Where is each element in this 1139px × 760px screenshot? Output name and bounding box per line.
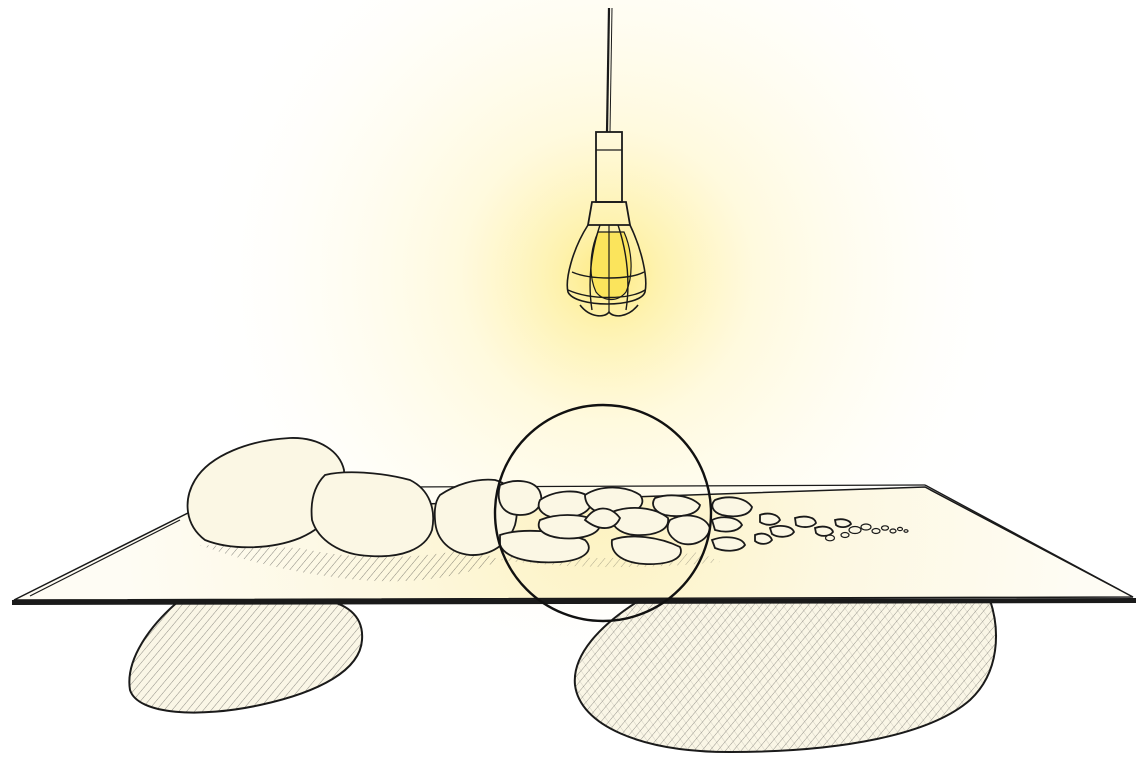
rock-16	[712, 537, 745, 550]
rock-2	[312, 472, 434, 556]
rock-4	[499, 481, 542, 515]
rock-20	[755, 534, 772, 544]
rock-17	[760, 514, 780, 525]
rock-6	[539, 491, 591, 518]
rock-19	[795, 517, 816, 527]
rock-13	[668, 516, 710, 545]
rock-18	[770, 526, 794, 537]
bulb-glass	[591, 232, 631, 300]
rock-15	[712, 517, 742, 531]
rock-21	[815, 527, 833, 536]
rock-22	[835, 519, 851, 527]
